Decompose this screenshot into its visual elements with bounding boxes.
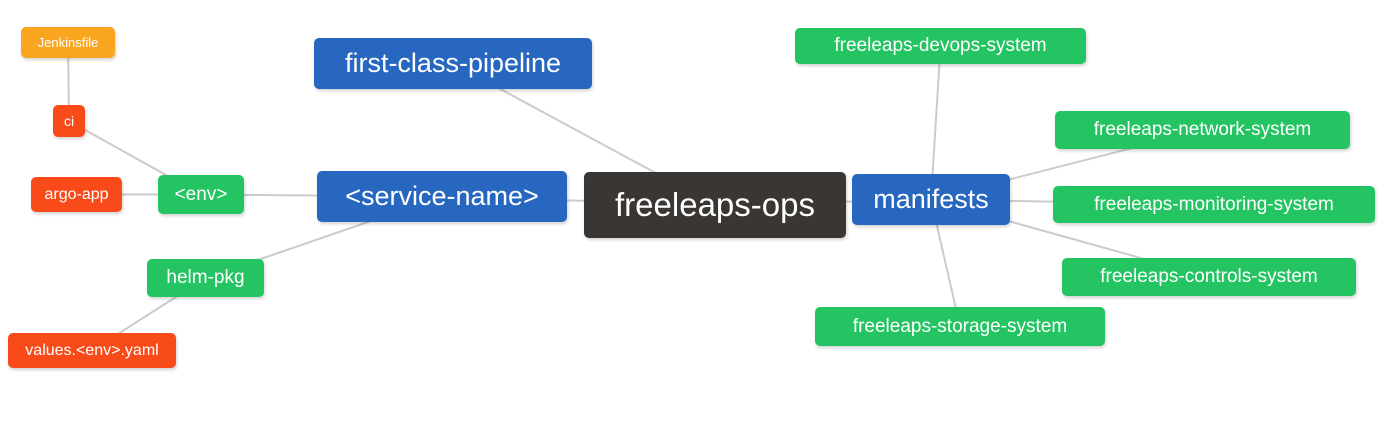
node-freeleaps-controls-system[interactable]: freeleaps-controls-system [1062,258,1356,296]
node-helm-pkg[interactable]: helm-pkg [147,259,264,297]
node-freeleaps-network-system[interactable]: freeleaps-network-system [1055,111,1350,149]
node-first-class-pipeline[interactable]: first-class-pipeline [314,38,592,89]
node-manifests[interactable]: manifests [852,174,1010,225]
node-freeleaps-devops-system[interactable]: freeleaps-devops-system [795,28,1086,64]
node-env[interactable]: <env> [158,175,244,214]
node-argo-app[interactable]: argo-app [31,177,122,212]
node-freeleaps-storage-system[interactable]: freeleaps-storage-system [815,307,1105,346]
node-ci[interactable]: ci [53,105,85,137]
node-freeleaps-ops-root[interactable]: freeleaps-ops [584,172,846,238]
node-jenkinsfile[interactable]: Jenkinsfile [21,27,115,58]
node-values-env-yaml[interactable]: values.<env>.yaml [8,333,176,368]
node-service-name[interactable]: <service-name> [317,171,567,222]
node-freeleaps-monitoring-system[interactable]: freeleaps-monitoring-system [1053,186,1375,223]
